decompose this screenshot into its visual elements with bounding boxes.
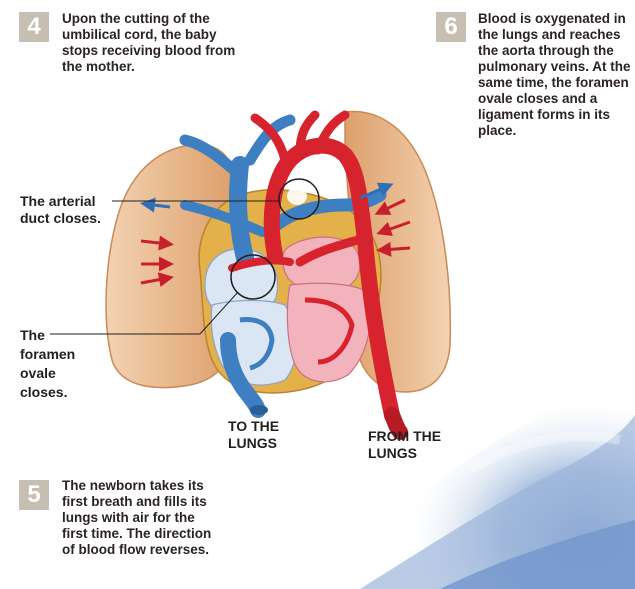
to-lungs-label: TO THE LUNGS — [228, 418, 288, 452]
from-lungs-label: FROM THE LUNGS — [368, 428, 453, 462]
arterial-duct-label: The arterial duct closes. — [20, 193, 115, 227]
foramen-ovale-label: The foramen ovale closes. — [20, 326, 50, 402]
left-ventricle — [287, 283, 370, 382]
